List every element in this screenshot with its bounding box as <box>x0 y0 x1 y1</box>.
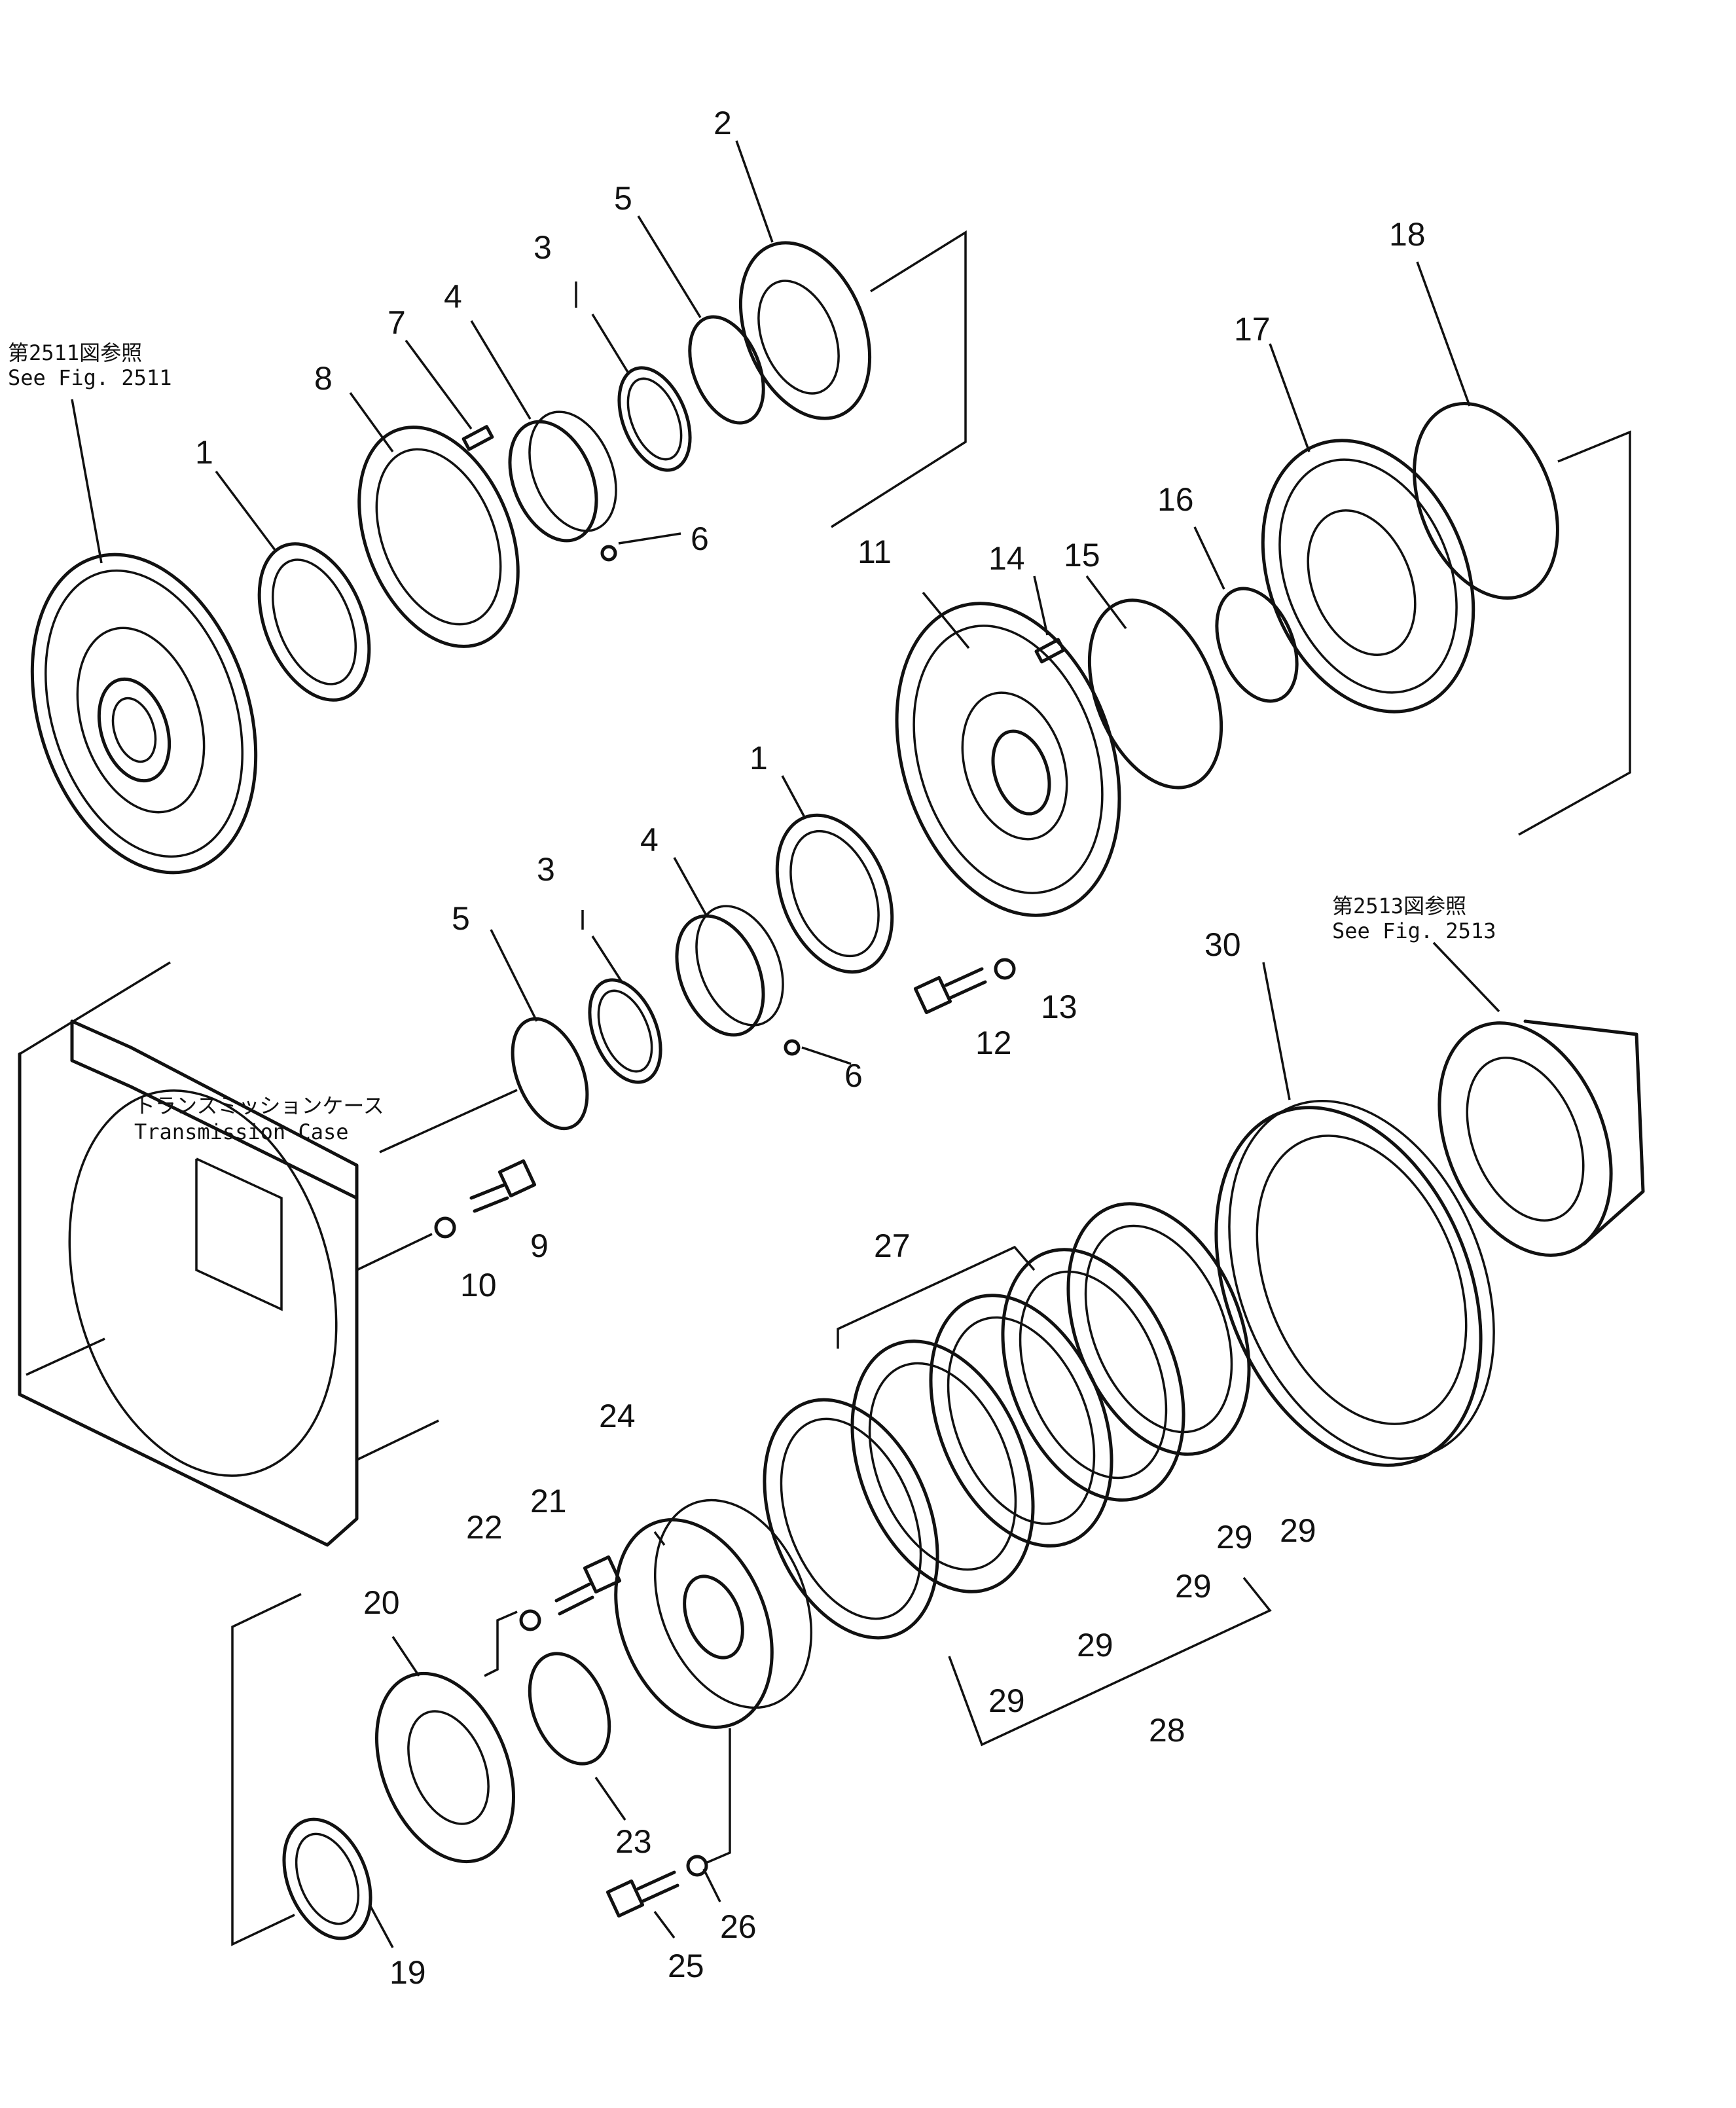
clutch-plate-stack <box>763 1202 1251 1640</box>
part-6-ball-mid <box>784 1039 801 1056</box>
callout-6-top: 6 <box>691 520 709 557</box>
part-3-seal-mid <box>588 978 662 1084</box>
part-13-washer <box>994 958 1016 980</box>
part-14-pin <box>1034 638 1066 664</box>
callout-16: 16 <box>1157 481 1194 518</box>
callout-30: 30 <box>1204 926 1241 963</box>
part-23-ring <box>528 1652 611 1766</box>
part-2-cage <box>738 241 872 420</box>
callout-29-e: 29 <box>1216 1519 1253 1555</box>
callout-18: 18 <box>1389 216 1426 253</box>
part-15-ring <box>1087 598 1223 790</box>
callout-15: 15 <box>1064 537 1100 573</box>
case-leader-2 <box>356 1233 433 1271</box>
part-8-retainer <box>357 426 520 648</box>
transmission-case <box>18 961 439 1547</box>
callout-7: 7 <box>388 304 406 341</box>
callout-28: 28 <box>1149 1712 1185 1749</box>
group-bracket-top <box>831 230 967 528</box>
callout-22: 22 <box>466 1509 503 1546</box>
part-5-snap-ring-mid <box>511 1017 589 1131</box>
callout-3-top: 3 <box>533 229 552 266</box>
callout-11: 11 <box>858 534 892 570</box>
callout-5-mid: 5 <box>452 900 470 937</box>
callout-17: 17 <box>1234 311 1271 348</box>
part-19-bearing <box>282 1817 372 1940</box>
part-9-bolt <box>469 1159 537 1213</box>
case-label-en: Transmission Case <box>134 1119 349 1144</box>
case-label-jp: トランスミッションケース <box>134 1093 384 1118</box>
callout-4-mid: 4 <box>640 822 659 858</box>
part-20-cage <box>375 1671 515 1864</box>
case-leader <box>379 1089 518 1154</box>
callout-1-mid: 1 <box>750 740 768 776</box>
callout-4-top: 4 <box>444 278 462 315</box>
housing-ref-2513 <box>1438 1019 1645 1257</box>
callout-12: 12 <box>975 1025 1012 1061</box>
callout-29-c: 29 <box>1175 1568 1212 1605</box>
part-10-washer <box>434 1216 456 1239</box>
bracket-22 <box>484 1610 518 1677</box>
part-18-seal <box>1413 401 1559 600</box>
callout-19: 19 <box>389 1954 426 1991</box>
callout-2: 2 <box>714 105 732 141</box>
callout-14: 14 <box>988 540 1025 577</box>
part-26-washer <box>686 1855 708 1877</box>
part-16-ring <box>1215 587 1299 703</box>
leader-lines <box>71 140 1500 1948</box>
ref-2511-en: See Fig. 2511 <box>8 365 172 390</box>
callout-21: 21 <box>530 1483 567 1519</box>
part-4-sleeve-mid <box>675 905 784 1037</box>
bracket-26 <box>706 1728 731 1864</box>
part-12-bolt <box>913 967 987 1015</box>
ref-2511-jp: 第2511図参照 <box>8 340 142 365</box>
flange-ref-2511 <box>30 553 258 875</box>
callout-13: 13 <box>1041 989 1077 1025</box>
callout-1-top: 1 <box>195 434 213 471</box>
callout-9: 9 <box>530 1227 549 1264</box>
part-22-washer <box>519 1609 541 1631</box>
callout-27: 27 <box>874 1227 911 1264</box>
callout-6-mid: 6 <box>844 1057 863 1094</box>
callout-5-top: 5 <box>614 180 632 217</box>
part-7-pin <box>461 425 494 451</box>
callout-20: 20 <box>363 1584 400 1621</box>
bracket-27 <box>837 1245 1036 1349</box>
callout-10: 10 <box>460 1267 497 1303</box>
callout-29-a: 29 <box>988 1682 1025 1719</box>
bracket-19 <box>231 1593 302 1946</box>
part-21-bolt <box>554 1555 622 1616</box>
part-11-carrier <box>895 602 1121 917</box>
part-6-ball-top <box>600 545 617 562</box>
part-1-bearing-top <box>257 542 371 702</box>
callout-24: 24 <box>599 1398 636 1434</box>
part-30-ring-gear <box>1214 1100 1495 1467</box>
callout-29-b: 29 <box>1077 1627 1113 1663</box>
part-5-snap-ring-top <box>688 315 765 425</box>
group-bracket-right <box>1518 430 1631 836</box>
part-3-seal-top <box>617 366 692 472</box>
part-17-housing <box>1261 439 1475 714</box>
part-24-hub <box>614 1499 813 1729</box>
bracket-28 <box>948 1576 1272 1747</box>
callout-25: 25 <box>668 1948 704 1984</box>
ref-2513-en: See Fig. 2513 <box>1332 918 1496 943</box>
callout-3-mid: 3 <box>537 851 555 888</box>
callout-8: 8 <box>314 360 333 397</box>
part-25-bolt <box>606 1870 679 1918</box>
callout-29-d: 29 <box>1280 1512 1316 1549</box>
callout-23: 23 <box>615 1823 652 1860</box>
callout-26: 26 <box>720 1908 757 1945</box>
part-4-sleeve-top <box>508 410 617 543</box>
ref-2513-jp: 第2513図参照 <box>1332 894 1466 918</box>
